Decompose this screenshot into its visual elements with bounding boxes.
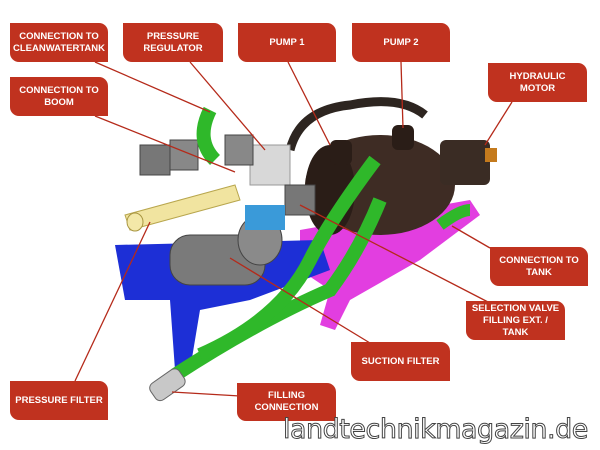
filling-coupling: [149, 368, 186, 402]
label-hydraulic-motor: HYDRAULIC MOTOR: [488, 63, 587, 102]
label-suction-filter: SUCTION FILTER: [351, 342, 450, 381]
leader-pressure-filter: [74, 221, 151, 382]
pump2-cap: [392, 125, 414, 150]
label-pressure-filter: PRESSURE FILTER: [10, 381, 108, 420]
leader-boom: [94, 115, 236, 173]
leader-lines: [74, 61, 513, 397]
blue-frame: [115, 240, 330, 370]
label-boom: CONNECTION TO BOOM: [10, 77, 108, 116]
green-hose-cleanwater: [196, 106, 221, 165]
leader-tank: [451, 225, 491, 249]
label-pump1: PUMP 1: [238, 23, 336, 62]
watermark: landtechnikmagazin.de: [283, 414, 589, 446]
label-cleanwatertank: CONNECTION TO CLEANWATERTANK: [10, 23, 108, 62]
leader-suction-filter: [229, 257, 371, 344]
leader-pump1: [287, 61, 331, 146]
label-pump2: PUMP 2: [352, 23, 450, 62]
magenta-frame: [300, 200, 480, 330]
green-hose-tank: [436, 204, 471, 230]
hydraulic-motor: [440, 140, 490, 185]
leader-filling: [171, 391, 241, 397]
leader-hydraulic-motor: [484, 101, 513, 146]
valve-body: [249, 144, 291, 186]
label-tank: CONNECTION TO TANK: [490, 247, 588, 286]
leader-pump2: [400, 61, 404, 129]
label-pressure-regulator: PRESSURE REGULATOR: [123, 23, 223, 62]
leader-cleanwatertank: [94, 61, 211, 113]
label-filling-connection: FILLING CONNECTION: [237, 383, 336, 421]
label-selection-valve: SELECTION VALVE FILLING EXT. / TANK: [466, 301, 565, 340]
leader-selection-valve: [299, 204, 489, 303]
pump1-cap: [330, 140, 352, 165]
black-hose: [285, 97, 428, 152]
green-hose-main: [197, 155, 381, 362]
leader-pressure-regulator: [189, 61, 266, 151]
